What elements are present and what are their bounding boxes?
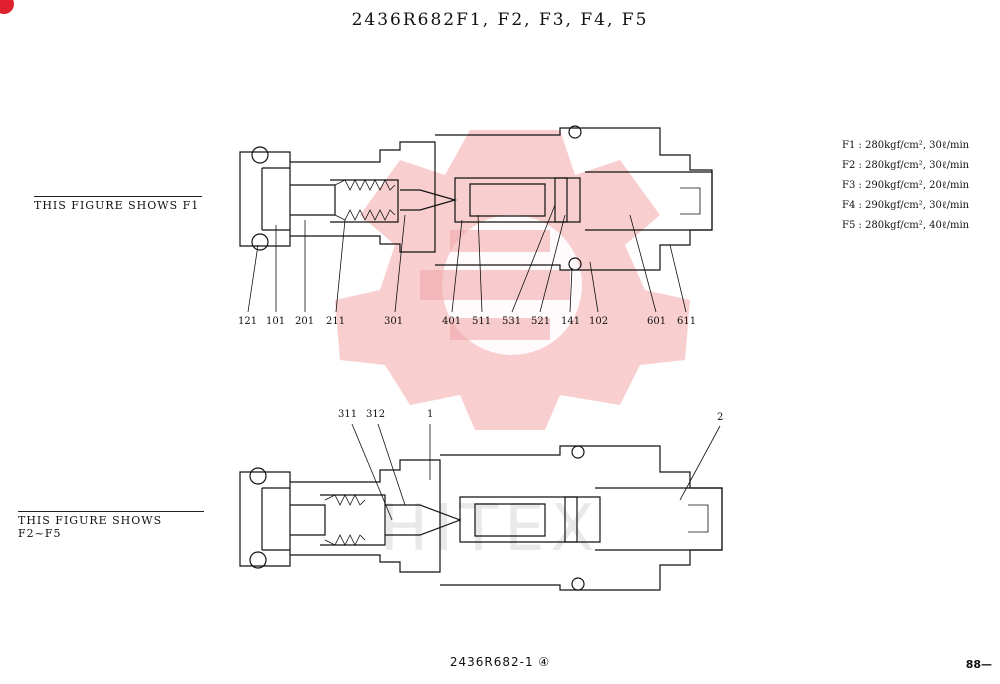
part-label-101: 101	[266, 316, 286, 327]
part-label-211: 211	[326, 316, 346, 327]
part-label-531: 531	[502, 316, 522, 327]
part-label-121: 121	[238, 316, 258, 327]
caption-bottom-figure: THIS FIGURE SHOWS F2~F5	[18, 511, 204, 540]
corner-badge	[0, 0, 14, 14]
part-label-312: 312	[366, 409, 386, 420]
part-label-401: 401	[442, 316, 462, 327]
watermark-logo-mark	[420, 230, 570, 340]
part-label-1: 1	[427, 409, 434, 420]
leader-lines-top	[247, 204, 687, 313]
part-label-201: 201	[295, 316, 315, 327]
leader-lines-bottom	[351, 423, 721, 521]
part-label-2: 2	[717, 412, 724, 423]
spec-f3: F3 : 290kgf/cm², 20ℓ/min	[842, 180, 970, 191]
caption-top-figure: THIS FIGURE SHOWS F1	[34, 196, 202, 212]
page-number: 88—	[965, 658, 992, 671]
drawing-number: 2436R682-1 ④	[449, 655, 551, 669]
part-label-301: 301	[384, 316, 404, 327]
spec-f4: F4 : 290kgf/cm², 30ℓ/min	[842, 200, 970, 211]
part-label-601: 601	[647, 316, 667, 327]
part-label-511: 511	[472, 316, 492, 327]
spec-f1: F1 : 280kgf/cm², 30ℓ/min	[842, 140, 970, 151]
spec-f2: F2 : 280kgf/cm², 30ℓ/min	[842, 160, 970, 171]
part-label-311: 311	[338, 409, 358, 420]
drawing-title: 2436R682F1, F2, F3, F4, F5	[351, 10, 649, 30]
valve-body-bottom	[239, 445, 723, 591]
part-label-521: 521	[531, 316, 551, 327]
spec-f5: F5 : 280kgf/cm², 40ℓ/min	[842, 220, 970, 231]
spec-list: F1 : 280kgf/cm², 30ℓ/min F2 : 280kgf/cm²…	[842, 136, 969, 236]
part-label-611: 611	[677, 316, 697, 327]
part-label-102: 102	[589, 316, 609, 327]
part-label-141: 141	[561, 316, 581, 327]
watermark-text: HITEX	[380, 492, 600, 566]
